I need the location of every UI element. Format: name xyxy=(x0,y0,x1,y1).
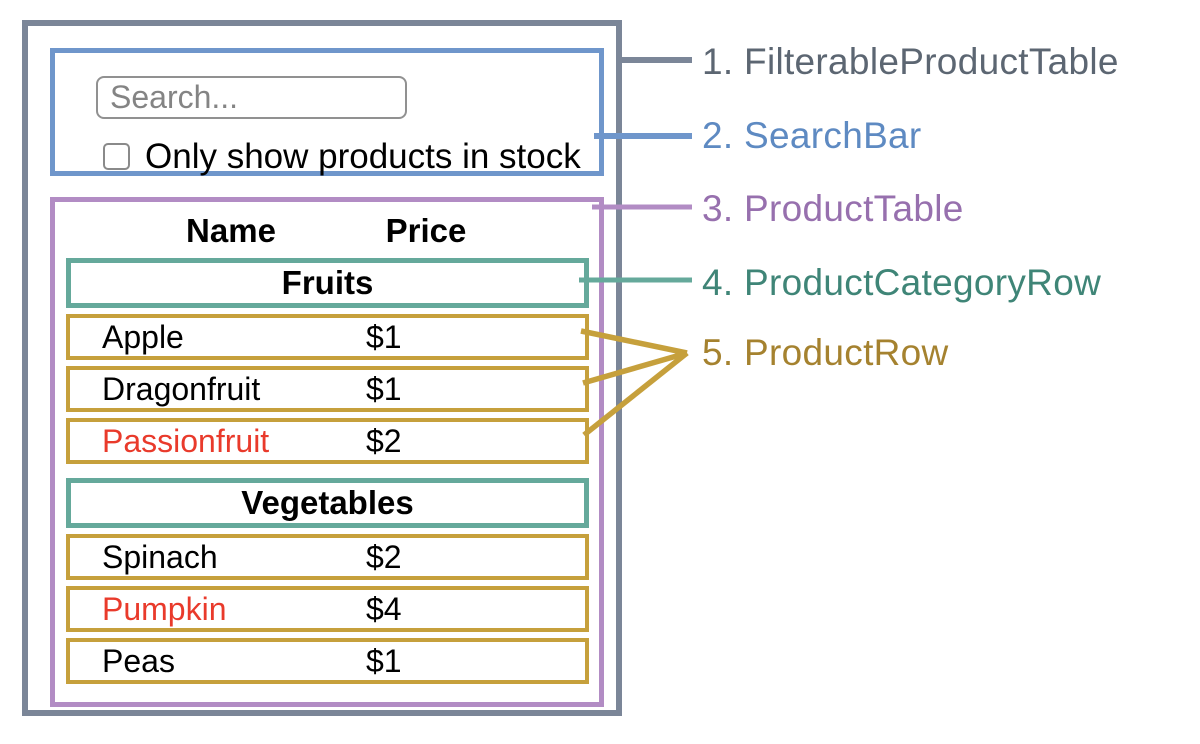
product-price: $2 xyxy=(366,423,402,459)
product-price: $4 xyxy=(366,591,402,627)
search-input[interactable] xyxy=(96,76,407,119)
search-bar-box: Only show products in stock xyxy=(50,48,604,176)
legend-product-table: 3. ProductTable xyxy=(702,188,964,229)
legend-product-row: 5. ProductRow xyxy=(702,332,949,373)
product-price: $1 xyxy=(366,319,402,355)
product-name: Peas xyxy=(102,643,175,679)
product-name: Dragonfruit xyxy=(102,371,261,407)
in-stock-checkbox-label: Only show products in stock xyxy=(145,137,581,176)
filterable-product-table-box: Only show products in stock Name Price F… xyxy=(22,20,622,716)
column-header-price: Price xyxy=(385,212,467,249)
product-name: Passionfruit xyxy=(102,423,270,459)
product-price: $1 xyxy=(366,371,402,407)
product-row-peas: Peas $1 xyxy=(66,638,589,684)
product-row-spinach: Spinach $2 xyxy=(66,534,589,580)
product-row-dragonfruit: Dragonfruit $1 xyxy=(66,366,589,412)
product-table-box: Name Price Fruits Apple $1 Dragonfruit $… xyxy=(50,197,604,707)
column-header-name: Name xyxy=(186,212,276,249)
product-price: $1 xyxy=(366,643,402,679)
category-row-fruits: Fruits xyxy=(66,258,589,308)
product-name: Pumpkin xyxy=(102,591,227,627)
product-row-apple: Apple $1 xyxy=(66,314,589,360)
product-name: Spinach xyxy=(102,539,218,575)
legend-filterable-product-table: 1. FilterableProductTable xyxy=(702,41,1119,82)
product-price: $2 xyxy=(366,539,402,575)
product-row-pumpkin: Pumpkin $4 xyxy=(66,586,589,632)
in-stock-checkbox[interactable] xyxy=(103,143,130,170)
legend-product-category-row: 4. ProductCategoryRow xyxy=(702,262,1102,303)
product-name: Apple xyxy=(102,319,184,355)
category-row-vegetables: Vegetables xyxy=(66,478,589,528)
legend-search-bar: 2. SearchBar xyxy=(702,115,922,156)
product-row-passionfruit: Passionfruit $2 xyxy=(66,418,589,464)
